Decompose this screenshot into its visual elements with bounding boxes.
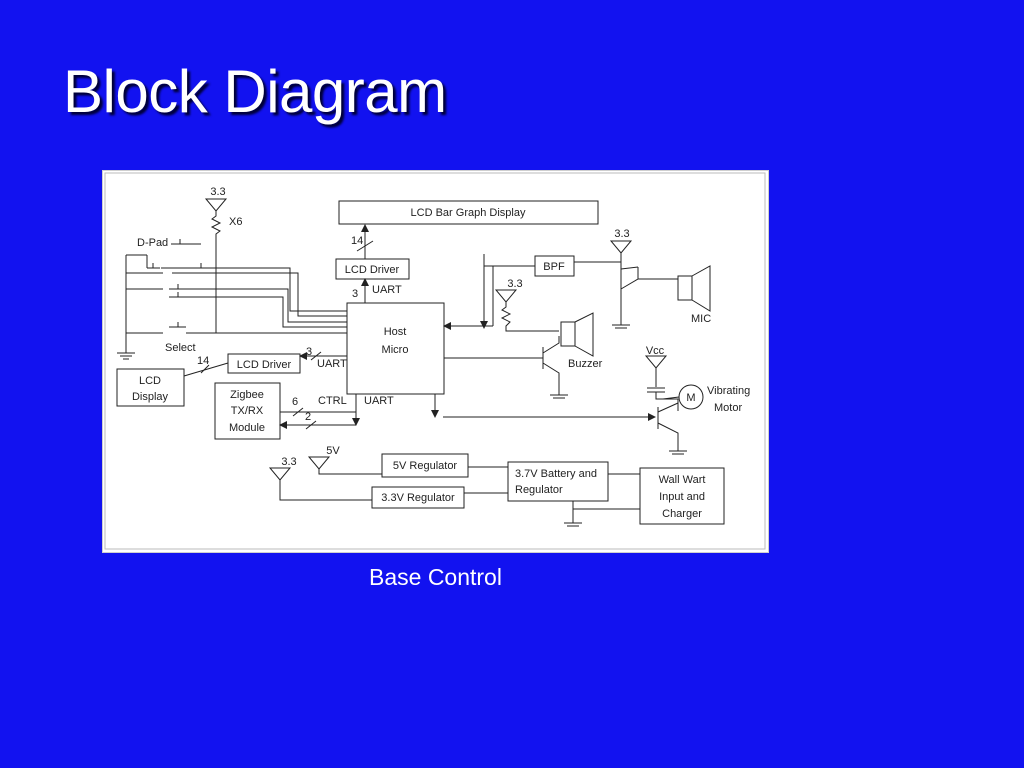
svg-text:2: 2 [305,411,311,423]
svg-text:3: 3 [306,346,312,358]
svg-text:UART: UART [317,358,347,370]
regulator-5v-block: 5V Regulator [381,453,469,478]
buzzer-icon [560,312,594,357]
svg-text:Input and: Input and [659,491,705,503]
bpf-block: BPF [534,255,575,277]
svg-text:UART: UART [372,284,402,296]
mic-preamp-transistor: 3.3 [609,228,678,329]
battery-regulator-block: 3.7V Battery and Regulator [507,461,609,502]
svg-text:D-Pad: D-Pad [137,237,168,249]
svg-text:3: 3 [352,288,358,300]
svg-text:Module: Module [229,422,265,434]
svg-text:X6: X6 [229,216,242,228]
svg-text:14: 14 [197,355,209,367]
v5-supply: 5V [307,445,340,470]
svg-text:Wall Wart: Wall Wart [659,474,706,486]
lcd-display-block: LCD Display [116,368,185,407]
v33-supply-top-left: 3.3 [204,186,228,212]
pullup-resistor-x6 [210,211,222,333]
svg-text:M: M [686,392,695,404]
svg-text:14: 14 [351,235,363,247]
host-micro-block: Host Micro [346,302,445,395]
svg-text:3.3: 3.3 [507,278,522,290]
svg-text:3.3: 3.3 [281,456,296,468]
vibrating-motor-icon: M [678,384,704,410]
svg-text:Motor: Motor [714,402,742,414]
vcc-supply: Vcc [644,345,668,369]
svg-text:3.3: 3.3 [614,228,629,240]
svg-text:3.7V Battery and: 3.7V Battery and [515,468,597,480]
microphone-icon [677,265,711,312]
svg-text:3.3: 3.3 [210,186,225,198]
figure-caption: Base Control [369,564,502,590]
bar-graph-block: LCD Bar Graph Display [338,200,599,225]
v33-supply-buzzer: 3.3 [494,278,523,303]
motor-transistor [657,402,687,455]
svg-text:CTRL: CTRL [318,395,347,407]
lcd-driver-top-block: LCD Driver [335,258,410,280]
zigbee-module-block: Zigbee TX/RX Module [214,382,281,440]
lcd-driver-left-block: LCD Driver [227,353,301,374]
svg-text:3.3V Regulator: 3.3V Regulator [381,492,455,504]
svg-text:TX/RX: TX/RX [231,405,264,417]
svg-text:Charger: Charger [662,508,702,520]
inner-frame [104,172,766,550]
svg-text:Vibrating: Vibrating [707,385,750,397]
svg-text:6: 6 [292,396,298,408]
svg-text:LCD: LCD [139,375,161,387]
svg-text:Zigbee: Zigbee [230,389,264,401]
svg-text:BPF: BPF [543,261,565,273]
wall-wart-block: Wall Wart Input and Charger [639,467,725,525]
svg-text:Host: Host [384,326,407,338]
svg-text:Display: Display [132,391,169,403]
dpad-switches [117,239,347,360]
svg-text:5V: 5V [326,445,340,457]
svg-text:5V Regulator: 5V Regulator [393,460,458,472]
svg-text:Regulator: Regulator [515,484,563,496]
buzzer-transistor [444,336,568,399]
block-diagram-figure: LCD Bar Graph Display LCD Driver Host Mi… [102,170,769,553]
svg-text:LCD Driver: LCD Driver [237,359,292,371]
svg-text:UART: UART [364,395,394,407]
svg-text:Buzzer: Buzzer [568,358,603,370]
svg-text:MIC: MIC [691,313,711,325]
svg-text:Vcc: Vcc [646,345,665,357]
svg-text:Select: Select [165,342,196,354]
bar-graph-label: LCD Bar Graph Display [411,207,526,219]
block-diagram-svg: LCD Bar Graph Display LCD Driver Host Mi… [104,172,766,550]
slide-title: Block Diagram [63,58,447,125]
regulator-3v3-block: 3.3V Regulator [371,486,465,509]
svg-text:Micro: Micro [382,344,409,356]
v33-supply-bottom: 3.3 [268,456,297,481]
svg-text:LCD Driver: LCD Driver [345,264,400,276]
